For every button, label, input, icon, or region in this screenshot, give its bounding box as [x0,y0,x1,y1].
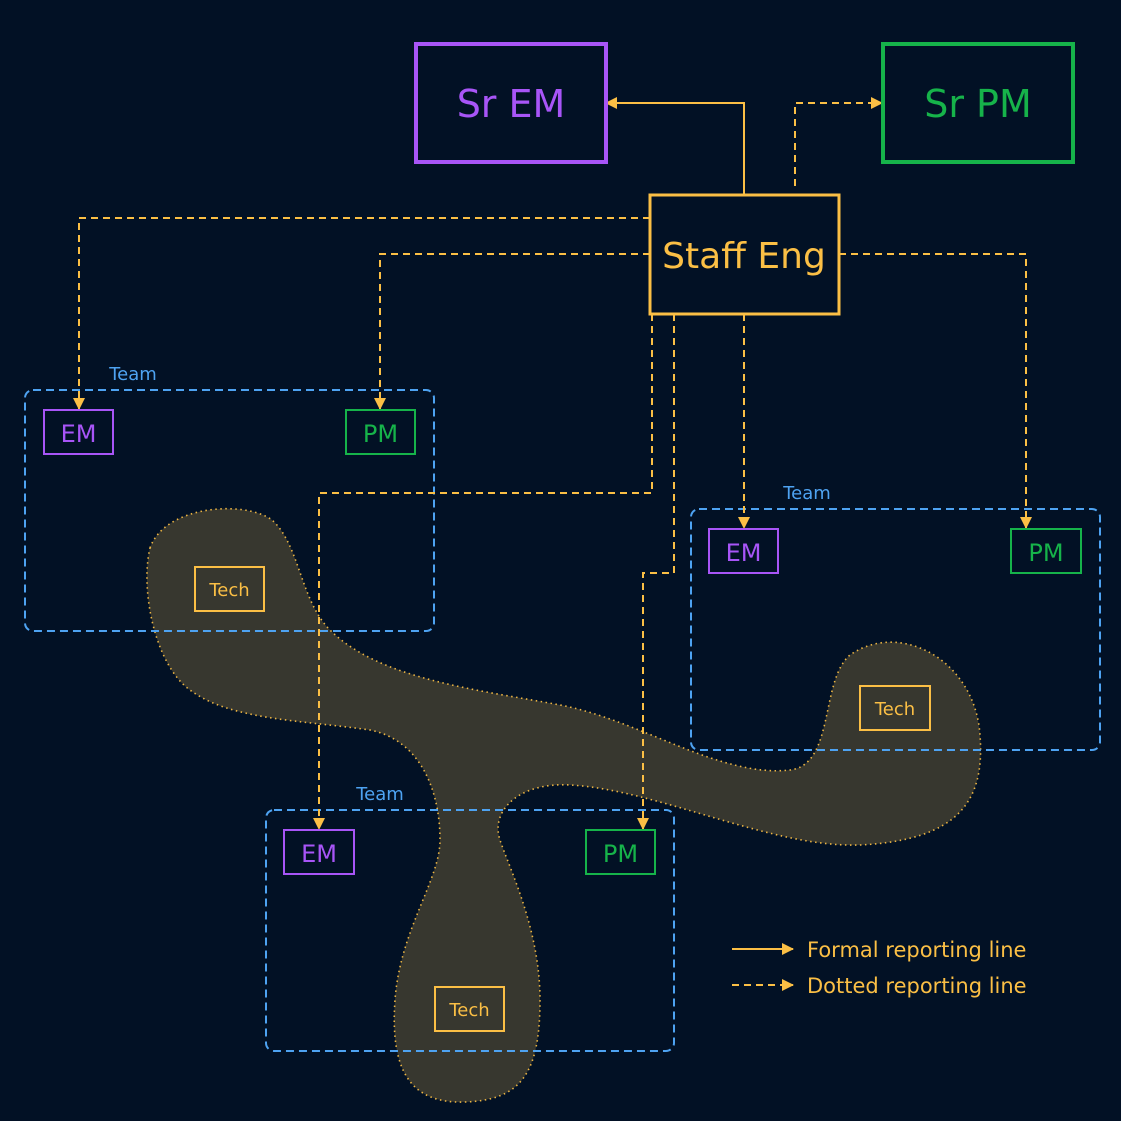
team2-tech-node: Tech [859,685,931,731]
team3-tech-node: Tech [434,986,505,1032]
sr-pm-label: Sr PM [924,82,1032,126]
dotted-line-staff-to-team3-em [313,314,653,830]
team-label-3: Team [355,784,404,805]
team2-pm-label: PM [1028,539,1063,567]
dotted-line-staff-to-sr-pm [794,97,883,186]
team2-tech-label: Tech [874,699,915,720]
team3-em-label: EM [301,840,337,868]
team3-pm-node: PM [585,829,656,875]
legend: Formal reporting line Dotted reporting l… [732,938,1027,998]
staff-eng-node: Staff Eng [648,193,841,316]
team1-pm-label: PM [363,420,398,448]
team-label-1: Team [108,364,157,385]
team2-em-node: EM [708,528,779,574]
staff-eng-label: Staff Eng [662,236,826,277]
team-box-2 [690,508,1101,751]
sr-em-node: Sr EM [414,42,608,164]
team1-pm-node: PM [345,409,416,455]
dotted-line-staff-to-team1-pm [374,253,650,410]
team2-em-label: EM [726,539,762,567]
sr-pm-node: Sr PM [881,42,1075,164]
team-label-2: Team [782,483,831,504]
tech-area-blob [146,507,982,1103]
sr-em-label: Sr EM [457,82,566,126]
dotted-line-staff-to-team1-em [73,217,650,410]
legend-dotted-label: Dotted reporting line [807,974,1027,998]
team-box-3 [265,809,675,1052]
team1-tech-label: Tech [208,580,249,601]
formal-line-staff-to-sr-em [605,97,745,194]
team-box-1 [24,389,435,632]
team1-tech-node: Tech [194,566,265,612]
team3-em-node: EM [283,829,355,875]
team3-pm-label: PM [603,840,638,868]
dotted-line-staff-to-team2-pm [839,253,1032,529]
team2-pm-node: PM [1010,528,1082,574]
team3-tech-label: Tech [448,1000,489,1021]
team1-em-label: EM [61,420,97,448]
legend-formal-label: Formal reporting line [807,938,1026,962]
team1-em-node: EM [43,409,114,455]
